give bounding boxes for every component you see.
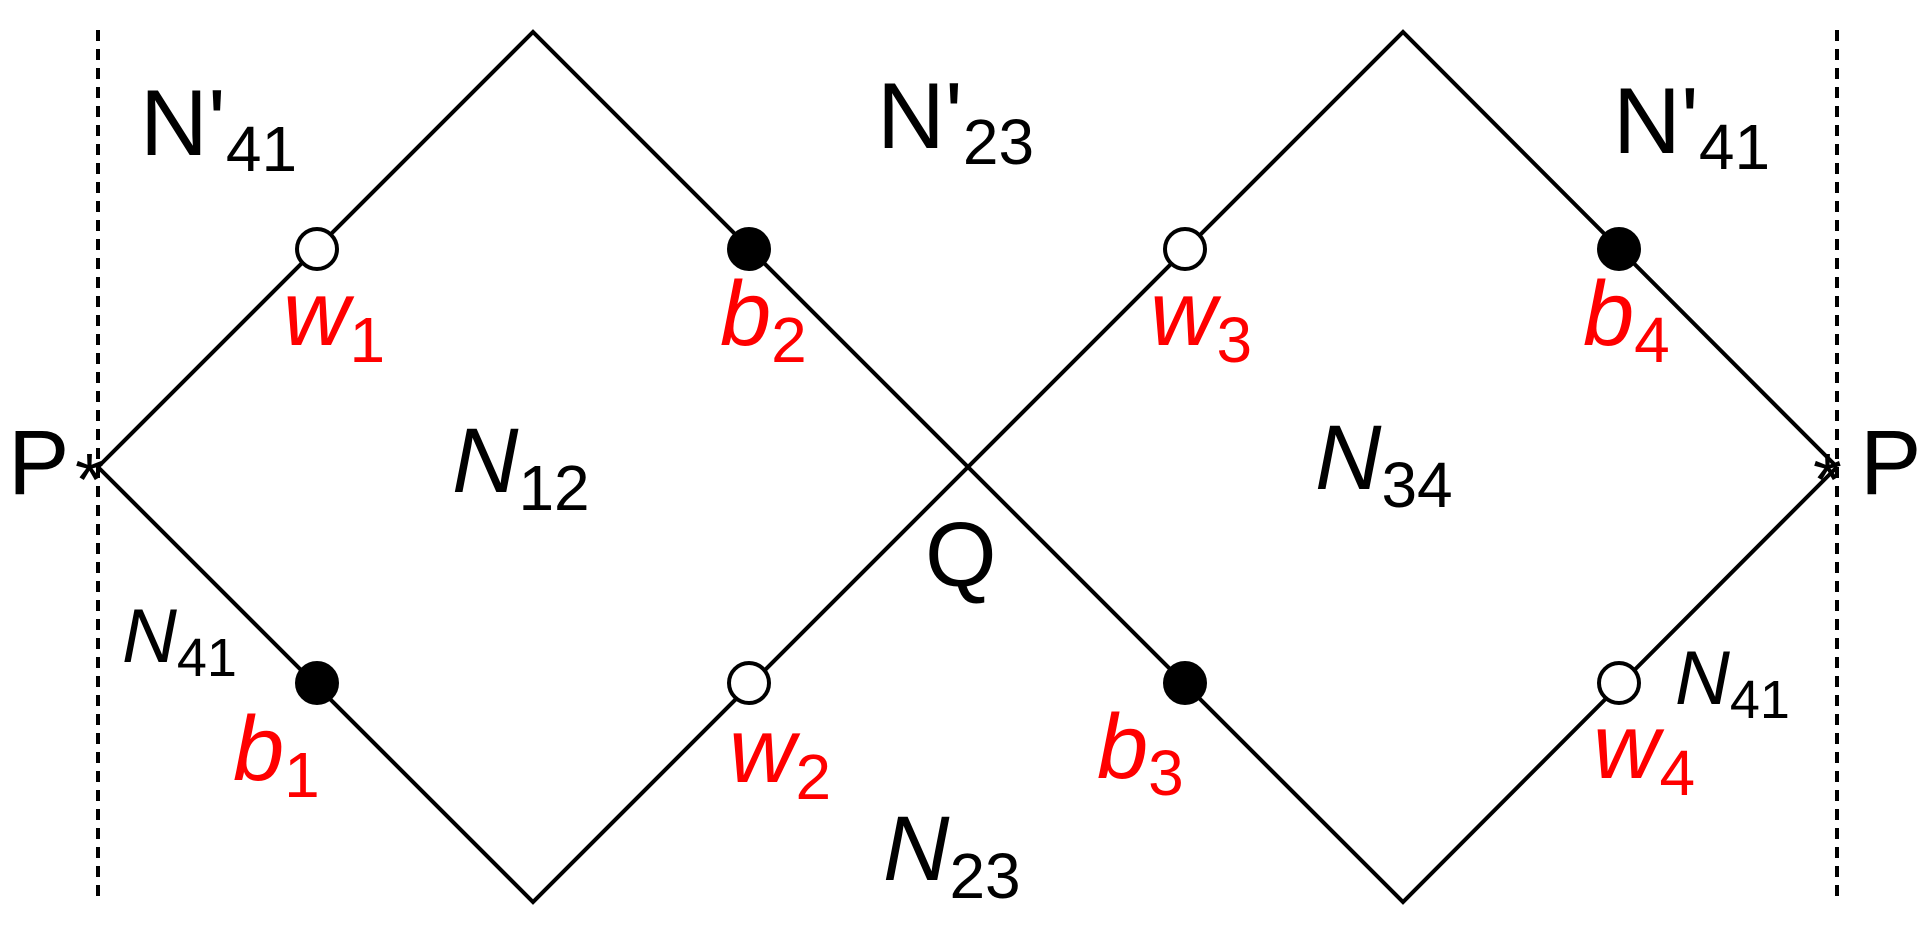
node-label-b2: b2 [720, 263, 807, 376]
node-w3-white [1163, 227, 1207, 271]
node-b1-black [295, 661, 339, 705]
node-w1-white [295, 227, 339, 271]
region-label-top-right: N'41 [1613, 68, 1770, 183]
region-label-bottom-left: N41 [122, 594, 237, 688]
left-point-label: P [8, 412, 69, 514]
region-label-bottom-middle: N23 [883, 798, 1021, 912]
node-b3-black [1163, 661, 1207, 705]
right-point-label: P [1860, 412, 1921, 514]
right-point-star-mark: * [1813, 438, 1842, 521]
region-label-n34: N34 [1315, 407, 1453, 521]
node-label-w3: w3 [1150, 263, 1252, 376]
node-w4-white [1597, 661, 1641, 705]
node-b2-black [727, 227, 771, 271]
node-label-w1: w1 [283, 263, 385, 376]
node-label-w4: w4 [1593, 696, 1695, 809]
node-w2-white [727, 661, 771, 705]
crossing-point-label: Q [925, 504, 997, 606]
left-point-star-mark: * [75, 438, 104, 521]
node-b4-black [1597, 227, 1641, 271]
region-label-top-left: N'41 [140, 70, 297, 185]
region-label-top-middle: N'23 [877, 63, 1034, 178]
region-label-n12: N12 [452, 410, 590, 524]
node-label-b3: b3 [1097, 696, 1184, 809]
node-label-b4: b4 [1583, 263, 1670, 376]
node-label-w2: w2 [729, 700, 831, 813]
node-label-b1: b1 [233, 698, 320, 811]
region-label-bottom-right: N41 [1675, 636, 1790, 730]
